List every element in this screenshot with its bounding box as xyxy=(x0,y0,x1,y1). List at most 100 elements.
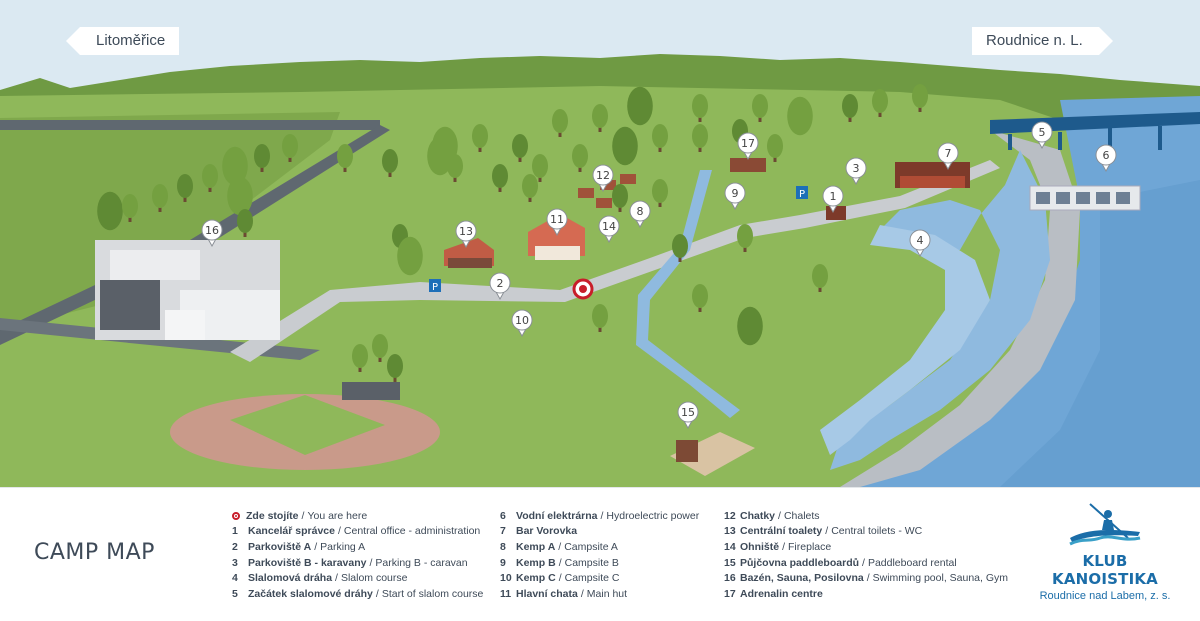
baseball-infield xyxy=(230,395,385,455)
legend-en: Campsite B xyxy=(564,556,619,569)
pin-7[interactable]: 7 xyxy=(937,142,959,171)
city-sign-right: Roudnice n. L. xyxy=(972,27,1113,55)
pin-number: 11 xyxy=(550,213,564,226)
pool-building xyxy=(95,240,280,340)
legend-cz: Půjčovna paddleboardů xyxy=(740,556,860,569)
tree xyxy=(767,134,783,162)
pin-number: 8 xyxy=(637,205,644,218)
legend-number: 4 xyxy=(232,572,238,585)
tree xyxy=(512,134,528,162)
tree xyxy=(737,224,753,252)
tree xyxy=(787,96,813,136)
legend-en: Central office - administration xyxy=(343,525,481,538)
legend-cz: Kemp C xyxy=(516,572,556,585)
pin-circle xyxy=(1095,144,1117,166)
kayaker-icon xyxy=(1069,503,1141,546)
legend-en: Campsite A xyxy=(564,540,618,553)
pin-2[interactable]: 2 xyxy=(489,272,511,301)
pin-17[interactable]: 17 xyxy=(737,132,759,161)
legend-separator: / xyxy=(862,556,865,569)
legend-number: 17 xyxy=(724,587,736,600)
legend-cz: Začátek slalomové dráhy xyxy=(248,587,373,600)
legend-cz: Hlavní chata xyxy=(516,587,578,600)
legend-en: Swimming pool, Sauna, Gym xyxy=(872,572,1009,585)
pin-3[interactable]: 3 xyxy=(845,157,867,186)
tree xyxy=(472,124,488,152)
tree xyxy=(692,284,708,312)
legend-number: 14 xyxy=(724,540,736,553)
tree xyxy=(652,179,668,207)
legend-en: Paddleboard rental xyxy=(867,556,957,569)
pin-number: 12 xyxy=(596,169,610,182)
legend-separator: / xyxy=(778,509,781,522)
pin-4[interactable]: 4 xyxy=(909,229,931,258)
tree xyxy=(382,149,398,177)
pin-circle xyxy=(511,309,533,331)
river-deep xyxy=(1000,180,1200,487)
stream xyxy=(636,170,740,418)
pin-circle xyxy=(937,142,959,164)
tree xyxy=(532,154,548,182)
legend-en: Parking B - caravan xyxy=(375,556,468,569)
legend-number: 3 xyxy=(232,556,238,569)
pin-6[interactable]: 6 xyxy=(1095,144,1117,173)
tree xyxy=(572,144,588,172)
legend-number: 2 xyxy=(232,540,238,553)
pin-5[interactable]: 5 xyxy=(1031,121,1053,150)
legend-cz: Parkoviště A xyxy=(248,540,312,553)
legend-number: 8 xyxy=(500,540,506,553)
legend-number: 13 xyxy=(724,525,736,538)
tree xyxy=(97,191,123,231)
pin-number: 9 xyxy=(732,187,739,200)
pin-16[interactable]: 16 xyxy=(201,219,223,248)
legend-cz: Vodní elektrárna xyxy=(516,509,598,522)
chalets xyxy=(578,174,636,208)
paddleboard-rental xyxy=(670,432,755,476)
pin-14[interactable]: 14 xyxy=(598,215,620,244)
tree xyxy=(627,86,653,126)
brand-logo: KLUB KANOISTIKA Roudnice nad Labem, z. s… xyxy=(1030,498,1180,602)
tree xyxy=(842,94,858,122)
legend-en: Parking A xyxy=(320,540,366,553)
city-sign-left: Litoměřice xyxy=(65,27,180,55)
bar-vorovka xyxy=(895,162,970,188)
pin-circle xyxy=(845,157,867,179)
tree xyxy=(237,209,253,237)
tree xyxy=(282,134,298,162)
tree xyxy=(397,236,423,276)
legend-cz: Slalomová dráha xyxy=(248,572,333,585)
legend-number: 10 xyxy=(500,572,512,585)
pin-15[interactable]: 15 xyxy=(677,401,699,430)
legend-en: Slalom course xyxy=(340,572,408,585)
legend-number: 9 xyxy=(500,556,506,569)
pin-10[interactable]: 10 xyxy=(511,309,533,338)
tree xyxy=(337,144,353,172)
trees xyxy=(97,84,928,382)
pin-13[interactable]: 13 xyxy=(455,220,477,249)
pin-circle xyxy=(909,229,931,251)
pin-8[interactable]: 8 xyxy=(629,200,651,229)
svg-text:P: P xyxy=(432,282,438,293)
pin-9[interactable]: 9 xyxy=(724,182,746,211)
pin-1[interactable]: 1 xyxy=(822,185,844,214)
legend-cz: Kemp A xyxy=(516,540,556,553)
pin-11[interactable]: 11 xyxy=(546,208,568,237)
bridge-pillars xyxy=(1008,126,1162,150)
tree xyxy=(492,164,508,192)
tree xyxy=(152,184,168,212)
pin-number: 15 xyxy=(681,406,695,419)
pin-circle xyxy=(822,185,844,207)
pin-12[interactable]: 12 xyxy=(592,164,614,193)
tree xyxy=(812,264,828,292)
legend-cz: Centrální toalety xyxy=(740,525,823,538)
tree xyxy=(177,174,193,202)
